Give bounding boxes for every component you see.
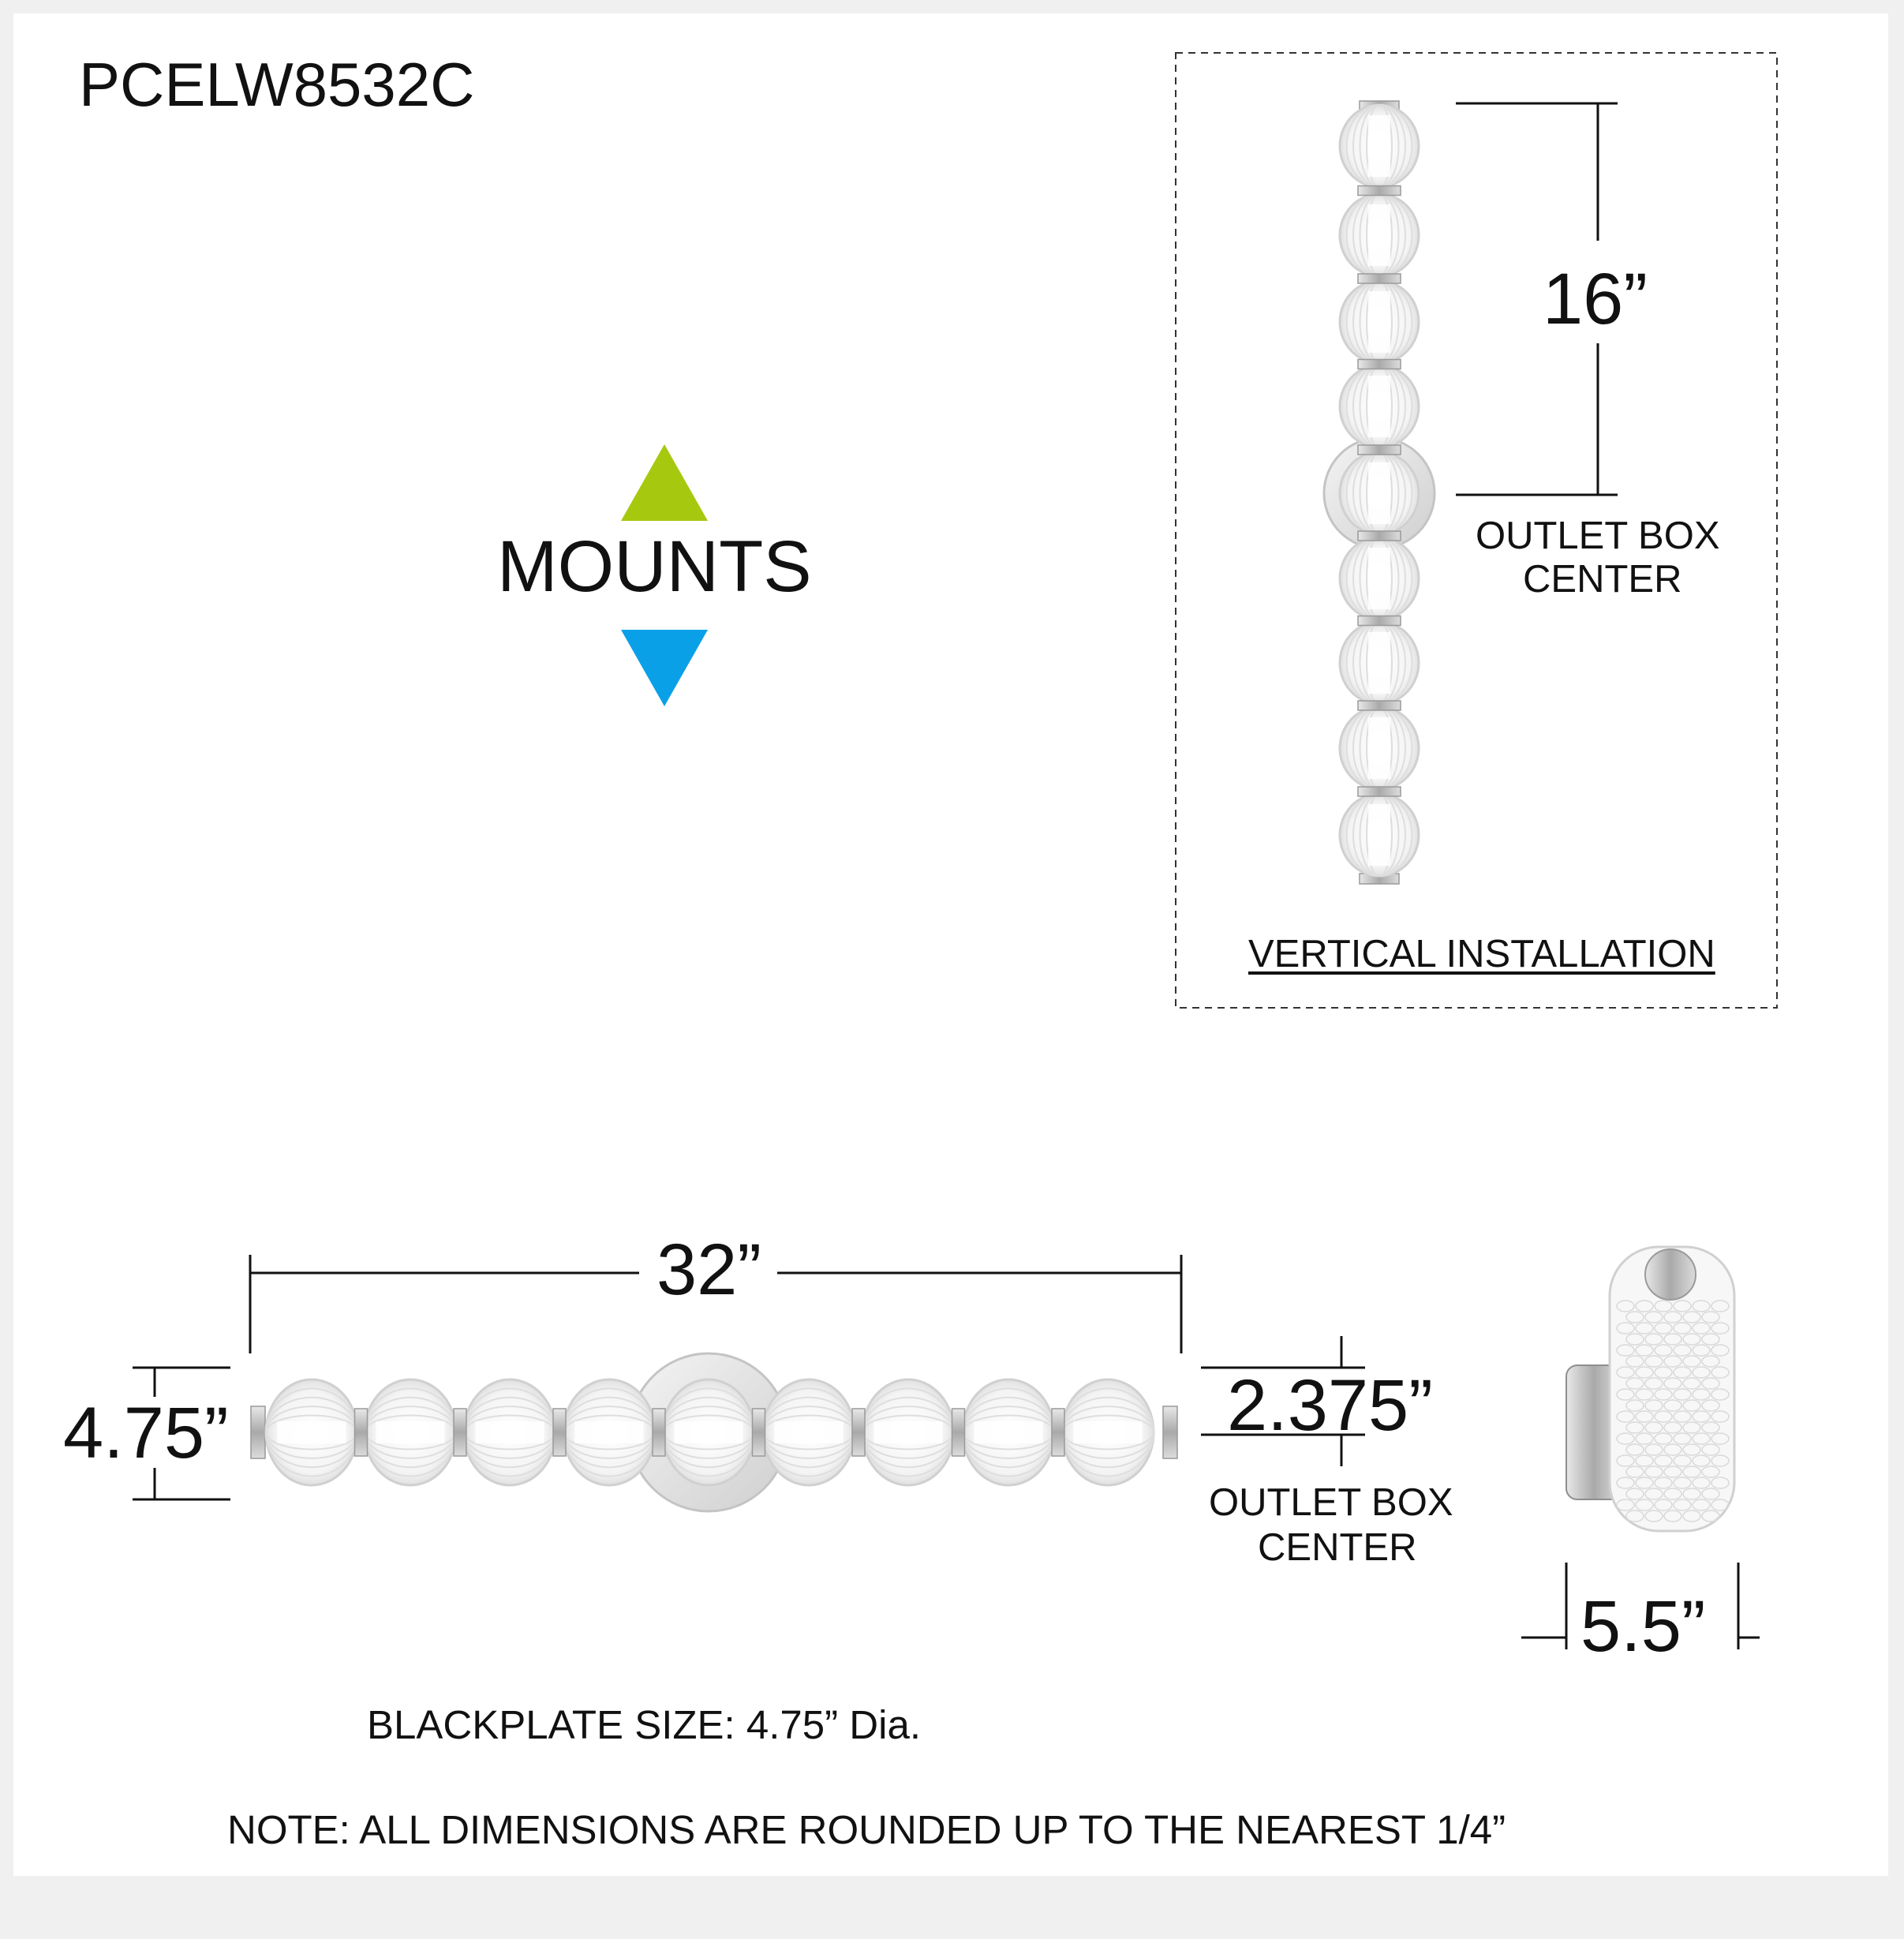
horizontal-fixture: [250, 1352, 1178, 1513]
chrome-connector: [851, 1408, 866, 1457]
chrome-connector: [751, 1408, 766, 1457]
height-label: 4.75”: [63, 1393, 229, 1473]
glass-globe: [961, 1378, 1056, 1487]
glass-globe: [1060, 1378, 1155, 1487]
glass-globe: [1338, 193, 1420, 278]
glass-globe: [1338, 364, 1420, 449]
vertical-outlet-label-line1: OUTLET BOX: [1476, 515, 1720, 557]
outlet-offset-dimension-lines: [1201, 1336, 1365, 1466]
side-profile-fixture: [1565, 1245, 1736, 1533]
vertical-installation-caption: VERTICAL INSTALLATION: [1248, 933, 1715, 975]
glass-globe: [1338, 279, 1420, 365]
glass-globe: [761, 1378, 856, 1487]
depth-label: 5.5”: [1580, 1586, 1706, 1667]
vertical-height-label: 16”: [1543, 259, 1648, 339]
chrome-connector: [1051, 1408, 1065, 1457]
chrome-connector: [353, 1408, 368, 1457]
chrome-connector: [1357, 273, 1401, 284]
end-cap: [250, 1406, 266, 1459]
model-number: PCELW8532C: [79, 50, 475, 119]
glass-globe: [1338, 103, 1420, 189]
glass-globe: [1338, 792, 1420, 878]
vertical-installation-frame: [1175, 52, 1778, 1009]
height-dimension-lines: [133, 1366, 230, 1501]
chrome-connector: [453, 1408, 467, 1457]
glass-globe: [1338, 620, 1420, 706]
chrome-connector: [1357, 185, 1401, 197]
mount-down-arrow-icon: [621, 630, 708, 706]
vertical-dimension-lines: [1456, 102, 1618, 496]
vertical-outlet-label-line2: CENTER: [1523, 558, 1682, 601]
glass-globe: [861, 1378, 956, 1487]
mount-up-arrow-icon: [621, 444, 708, 521]
glass-globe: [562, 1378, 656, 1487]
glass-globe: [462, 1378, 557, 1487]
chrome-connector: [951, 1408, 966, 1457]
mounts-label: MOUNTS: [497, 526, 812, 607]
glass-globe: [661, 1378, 756, 1487]
chrome-connector: [1357, 358, 1401, 370]
width-dimension-lines: [249, 1255, 1183, 1353]
glass-globe: [264, 1378, 359, 1487]
glass-globe: [1338, 451, 1420, 536]
end-cap: [1162, 1406, 1178, 1459]
rounding-note-text: NOTE: ALL DIMENSIONS ARE ROUNDED UP TO T…: [227, 1807, 1506, 1852]
vertical-fixture: [1322, 100, 1436, 885]
chrome-connector: [1357, 530, 1401, 541]
chrome-connector: [552, 1408, 567, 1457]
backplate-size-text: BLACKPLATE SIZE: 4.75” Dia.: [367, 1702, 921, 1747]
chrome-connector: [1357, 444, 1401, 455]
chrome-connector: [1357, 786, 1401, 797]
chrome-connector: [1357, 700, 1401, 711]
spec-sheet: [13, 13, 1888, 1876]
chrome-connector: [652, 1408, 666, 1457]
horizontal-outlet-label-line1: OUTLET BOX: [1209, 1481, 1453, 1524]
glass-globe: [1338, 536, 1420, 621]
width-label: 32”: [656, 1230, 761, 1310]
depth-dimension-lines: [1521, 1563, 1760, 1649]
glass-globe: [363, 1378, 458, 1487]
horizontal-outlet-label-line2: CENTER: [1258, 1526, 1417, 1569]
chrome-connector: [1357, 615, 1401, 627]
glass-globe: [1338, 706, 1420, 791]
outlet-offset-label: 2.375”: [1227, 1365, 1433, 1446]
